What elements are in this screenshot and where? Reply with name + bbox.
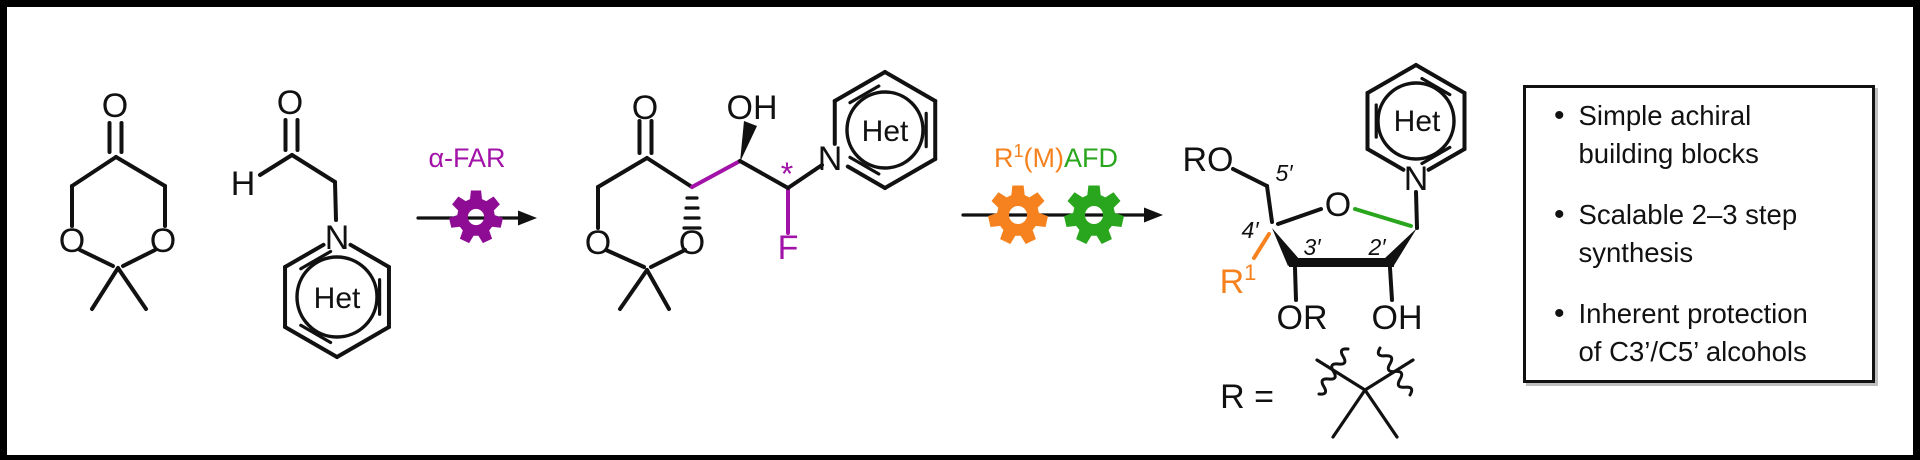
het-label: Het <box>314 282 361 315</box>
oh-wedge-bond <box>740 121 757 162</box>
reactant-dioxanone: O O O <box>59 87 176 311</box>
het-ring-hexagon <box>1365 63 1467 172</box>
carbonyl-oxygen-label: O <box>102 87 128 125</box>
aldehyde-oxygen-label: O <box>277 84 303 122</box>
ketone-oxygen-label: O <box>632 89 658 127</box>
reactant-het-acetaldehyde: O H N Het <box>231 84 391 359</box>
c4-prime-label: 4′ <box>1241 217 1259 243</box>
c3-prime-label: 3′ <box>1303 234 1321 260</box>
bullet-dot: • <box>1554 296 1565 330</box>
ring-oxygen-left-label: O <box>59 222 85 260</box>
or-label: OR <box>1277 299 1328 337</box>
gear-icon-green <box>1064 185 1124 244</box>
het-ring-hexagon <box>832 70 938 190</box>
aldehyde-h-label: H <box>231 165 256 203</box>
r-equals-label: R = <box>1220 378 1274 416</box>
bullet-text: Simple achiral building blocks <box>1578 99 1759 170</box>
bullet-text: Scalable 2–3 step synthesis <box>1578 198 1798 269</box>
het-label: Het <box>1394 105 1441 138</box>
intermediate-fluorohydrin: O O O OH * F N Het <box>585 70 938 311</box>
ring-wedge-left <box>1272 228 1300 266</box>
r-group-definition: R = <box>1220 346 1415 439</box>
glycosidic-green-bond <box>1353 207 1413 228</box>
stereocenter-asterisk: * <box>781 156 793 192</box>
key-points-box: • Simple achiral building blocks • Scala… <box>1523 85 1875 383</box>
het-ring-hexagon <box>283 242 391 359</box>
bullet-text: Inherent protection of C3’/C5’ alcohols <box>1578 297 1808 368</box>
bullet-item: • Inherent protection of C3’/C5’ alcohol… <box>1554 295 1856 372</box>
c5-prime-label: 5′ <box>1275 160 1293 186</box>
het-label: Het <box>862 115 909 148</box>
fluorine-label: F <box>778 229 799 267</box>
bullet-item: • Simple achiral building blocks <box>1554 97 1856 174</box>
r1-substituent-label: R1 <box>1220 260 1257 301</box>
acetal-oxygen-left-label: O <box>585 224 611 262</box>
hydroxyl-label: OH <box>727 89 778 127</box>
oh-label: OH <box>1372 299 1423 337</box>
ro-label: RO <box>1183 141 1234 179</box>
bullet-dot: • <box>1554 98 1565 132</box>
arrow-alpha-far: α-FAR <box>416 143 537 244</box>
ring-oxygen-right-label: O <box>150 222 176 260</box>
ring-wedge-right <box>1384 228 1417 267</box>
bullet-dot: • <box>1554 197 1565 231</box>
ring-oxygen-label: O <box>1325 186 1351 224</box>
hashed-wedge-bond <box>682 196 702 230</box>
het-nitrogen-label: N <box>818 140 843 178</box>
het-nitrogen-label: N <box>1404 160 1429 198</box>
arrowhead <box>518 210 537 226</box>
r1-orange-bond <box>1252 232 1271 260</box>
attachment-squiggle-bonds <box>1317 346 1414 397</box>
purple-stereo-bond <box>690 159 742 189</box>
c2-prime-label: 2′ <box>1367 234 1386 260</box>
r1m-afd-label: R1(M)AFD <box>994 141 1118 173</box>
gear-icon-orange <box>988 185 1048 244</box>
arrow-r1m-afd: R1(M)AFD <box>961 141 1163 244</box>
alpha-far-label: α-FAR <box>428 143 505 173</box>
product-nucleoside: RO 5′ 4′ 3′ 2′ O N R1 OR OH Het <box>1183 63 1467 337</box>
het-nitrogen-label: N <box>325 219 350 257</box>
arrowhead <box>1144 207 1163 223</box>
gear-icon-purple <box>449 190 503 244</box>
bullet-item: • Scalable 2–3 step synthesis <box>1554 196 1856 273</box>
acetal-oxygen-right-label: O <box>679 224 705 262</box>
ring-bottom-bar <box>1289 258 1394 267</box>
